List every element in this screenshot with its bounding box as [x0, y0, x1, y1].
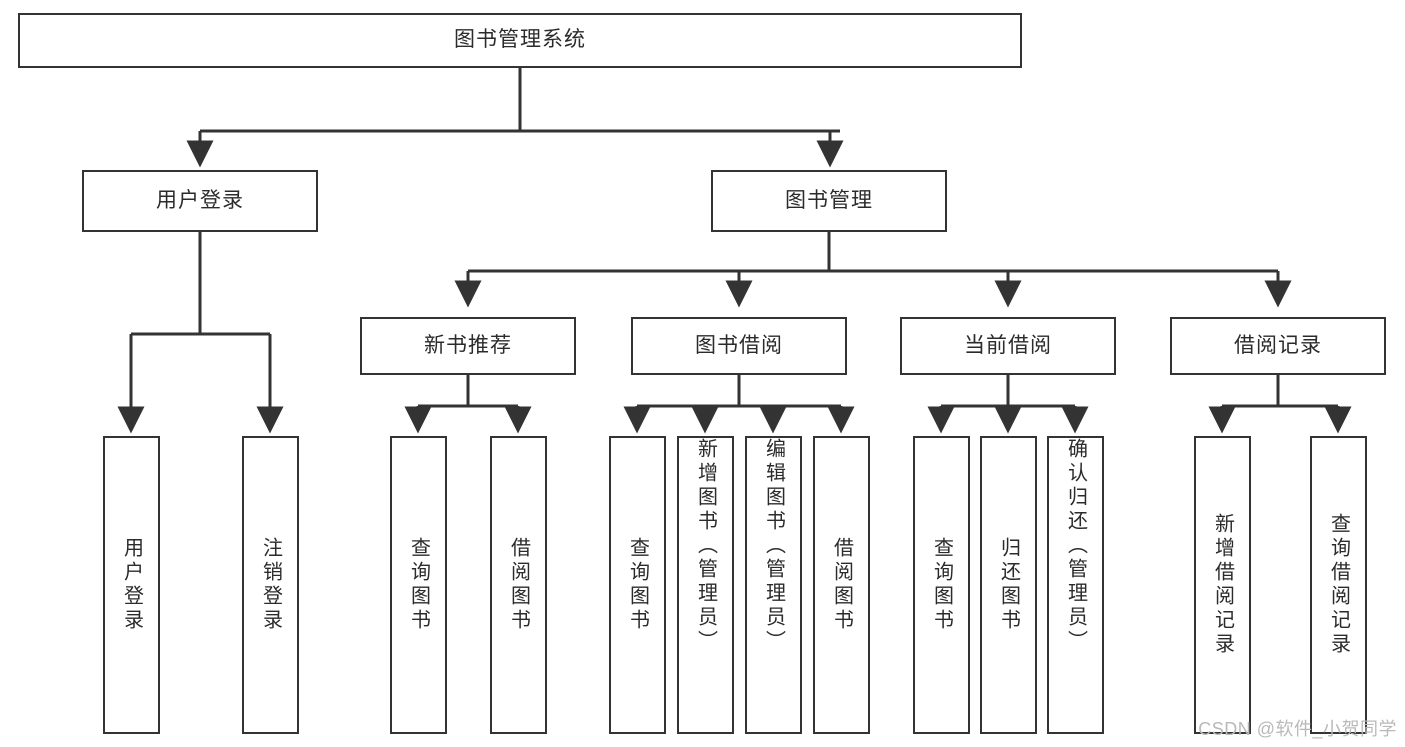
- leaf-record-query-record[interactable]: 查询借阅记录: [1310, 436, 1367, 734]
- leaf-current-query-book[interactable]: 查询图书: [913, 436, 970, 734]
- watermark: CSDN @软件_小贺同学: [1198, 719, 1397, 739]
- node-book-management-label: 图书管理: [785, 188, 873, 212]
- leaf-borrow-add-book-admin[interactable]: 新增图书（管理员）: [677, 436, 734, 734]
- leaf-label: 确认归还（管理员）: [1064, 438, 1087, 654]
- leaf-label: 新增图书（管理员）: [694, 438, 717, 654]
- node-root[interactable]: 图书管理系统: [18, 13, 1022, 68]
- node-new-book-recommend[interactable]: 新书推荐: [360, 317, 576, 375]
- leaf-recommend-query-book[interactable]: 查询图书: [390, 436, 447, 734]
- leaf-label: 查询图书: [407, 537, 430, 633]
- leaf-label: 编辑图书（管理员）: [762, 438, 785, 654]
- leaf-label: 查询借阅记录: [1327, 513, 1350, 657]
- leaf-current-confirm-return-admin[interactable]: 确认归还（管理员）: [1047, 436, 1104, 734]
- node-book-borrow-label: 图书借阅: [695, 333, 783, 357]
- leaf-label: 借阅图书: [507, 537, 530, 633]
- leaf-label: 新增借阅记录: [1211, 513, 1234, 657]
- leaf-label: 借阅图书: [830, 537, 853, 633]
- leaf-label: 查询图书: [930, 537, 953, 633]
- leaf-user-login-logout[interactable]: 注销登录: [242, 436, 299, 734]
- leaf-label: 查询图书: [626, 537, 649, 633]
- leaf-label: 注销登录: [259, 537, 282, 633]
- node-current-borrow-label: 当前借阅: [964, 333, 1052, 357]
- leaf-borrow-query-book[interactable]: 查询图书: [609, 436, 666, 734]
- node-book-management[interactable]: 图书管理: [711, 170, 947, 232]
- node-borrow-record[interactable]: 借阅记录: [1170, 317, 1386, 375]
- node-borrow-record-label: 借阅记录: [1234, 333, 1322, 357]
- leaf-label: 归还图书: [997, 537, 1020, 633]
- leaf-recommend-borrow-book[interactable]: 借阅图书: [490, 436, 547, 734]
- node-root-label: 图书管理系统: [454, 28, 586, 52]
- node-user-login-label: 用户登录: [156, 188, 244, 212]
- node-new-book-recommend-label: 新书推荐: [424, 333, 512, 357]
- node-current-borrow[interactable]: 当前借阅: [900, 317, 1116, 375]
- node-book-borrow[interactable]: 图书借阅: [631, 317, 847, 375]
- leaf-label: 用户登录: [120, 537, 143, 633]
- leaf-current-return-book[interactable]: 归还图书: [980, 436, 1037, 734]
- node-user-login[interactable]: 用户登录: [82, 170, 318, 232]
- leaf-borrow-edit-book-admin[interactable]: 编辑图书（管理员）: [745, 436, 802, 734]
- leaf-record-add-record[interactable]: 新增借阅记录: [1194, 436, 1251, 734]
- leaf-user-login-login[interactable]: 用户登录: [103, 436, 160, 734]
- leaf-borrow-borrow-book[interactable]: 借阅图书: [813, 436, 870, 734]
